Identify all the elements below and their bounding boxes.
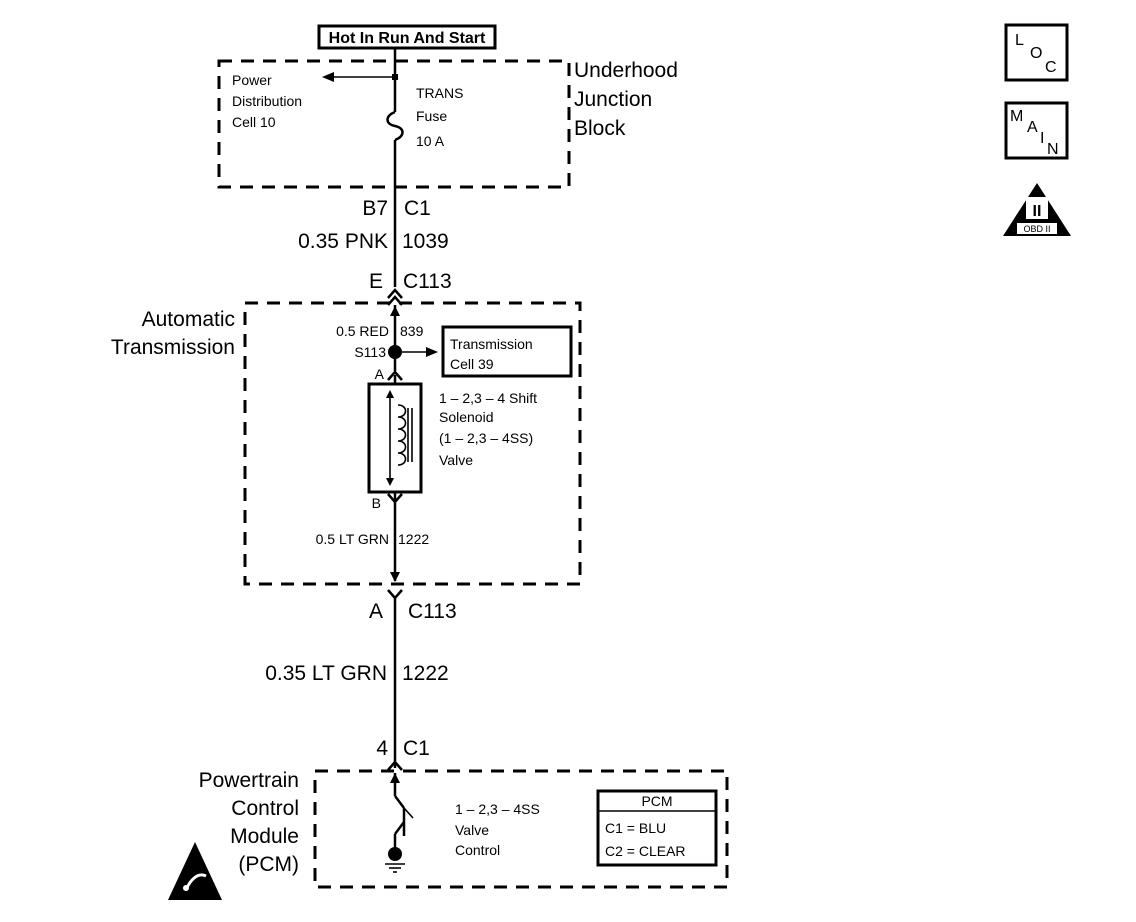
main-letter-1: M xyxy=(1010,108,1023,125)
solenoid-label-2: Solenoid xyxy=(439,409,494,425)
inner-wire-label: 0.5 LT GRN xyxy=(316,531,389,547)
transmission-name-1: Automatic xyxy=(142,308,235,331)
connector-c1-pcm: 4 C1 xyxy=(376,737,430,771)
pcm-name-4: (PCM) xyxy=(238,853,299,876)
c113-top-connector: C113 xyxy=(403,270,452,293)
c113-top-pin: E xyxy=(369,270,383,293)
wire1-circuit: 1039 xyxy=(402,230,449,253)
ref-cell-label-1: Transmission xyxy=(450,336,533,352)
solenoid-box xyxy=(367,382,423,494)
c113-bottom-pin: A xyxy=(369,600,383,623)
esd-warning-icon xyxy=(168,842,222,900)
fuse-label-1: TRANS xyxy=(416,85,463,101)
ground-dot xyxy=(388,847,402,861)
pcm-connector-legend xyxy=(596,789,718,867)
transmission-cell-ref xyxy=(441,325,573,378)
loc-icon: L O C xyxy=(1004,23,1069,82)
pcm-control-label-3: Control xyxy=(455,842,500,858)
underhood-junction-block: Underhood Junction Block Power Distribut… xyxy=(217,59,678,189)
splice-circuit-label: 839 xyxy=(400,323,424,339)
pcm-control-label-1: 1 – 2,3 – 4SS xyxy=(455,801,540,817)
transmission-name-2: Transmission xyxy=(111,336,235,359)
loc-letter-1: L xyxy=(1015,32,1024,49)
wire1-size-color: 0.35 PNK xyxy=(298,230,388,253)
pcm-legend-c1: C1 = BLU xyxy=(605,820,666,836)
main-letter-3: I xyxy=(1040,130,1044,147)
power-dist-label-1: Power xyxy=(232,72,272,88)
main-letter-4: N xyxy=(1047,141,1059,158)
pcm-name-3: Module xyxy=(230,825,299,848)
obd-label: OBD II xyxy=(1023,224,1050,234)
pcm-block: Powertrain Control Module (PCM) 1 – 2,3 … xyxy=(199,769,729,889)
c1-connector: C1 xyxy=(403,737,430,760)
c1-pin: 4 xyxy=(376,737,388,760)
solenoid-pin-b: B xyxy=(372,495,381,511)
pcm-legend-title: PCM xyxy=(641,793,672,809)
loc-letter-2: O xyxy=(1030,45,1042,62)
power-dist-label-3: Cell 10 xyxy=(232,114,276,130)
junction-block-name-2: Junction xyxy=(574,88,652,111)
obd-ii-icon: II OBD II xyxy=(1003,183,1071,236)
fuse-symbol xyxy=(386,48,404,287)
pcm-name-2: Control xyxy=(231,797,299,820)
power-source-text: Hot In Run And Start xyxy=(329,30,486,47)
splice-label: S113 xyxy=(354,344,386,360)
solenoid-label-4: Valve xyxy=(439,452,473,468)
c113-bottom-connector: C113 xyxy=(408,600,457,623)
loc-letter-3: C xyxy=(1045,59,1057,76)
power-dist-arrow xyxy=(322,72,398,82)
solenoid-pin-a: A xyxy=(375,366,385,382)
wire1-connector: C1 xyxy=(404,197,431,220)
fuse-label-2: Fuse xyxy=(416,108,447,124)
solenoid-label-3: (1 – 2,3 – 4SS) xyxy=(439,430,533,446)
transistor-symbol xyxy=(394,795,405,809)
wire2-size-color: 0.35 LT GRN xyxy=(265,662,387,685)
pcm-control-label-2: Valve xyxy=(455,822,489,838)
power-dist-label-2: Distribution xyxy=(232,93,302,109)
ref-cell-label-2: Cell 39 xyxy=(450,356,494,372)
wire1-pin: B7 xyxy=(362,197,388,220)
wire2-circuit: 1222 xyxy=(402,662,449,685)
pcm-legend-c2: C2 = CLEAR xyxy=(605,843,686,859)
automatic-transmission: Automatic Transmission 0.5 RED 839 S113 … xyxy=(111,301,582,586)
obd-numeral: II xyxy=(1033,203,1042,220)
power-source-label: Hot In Run And Start xyxy=(317,24,497,50)
pcm-name-1: Powertrain xyxy=(199,769,299,792)
junction-block-name-1: Underhood xyxy=(574,59,678,82)
splice-wire-label: 0.5 RED xyxy=(336,323,389,339)
splice-s113-dot xyxy=(388,345,402,359)
main-letter-2: A xyxy=(1027,119,1038,136)
main-icon: M A I N xyxy=(1004,101,1069,160)
solenoid-label-1: 1 – 2,3 – 4 Shift xyxy=(439,390,537,406)
inner-circuit-label: 1222 xyxy=(398,531,429,547)
fuse-label-3: 10 A xyxy=(416,133,445,149)
connector-c113-top: E C113 xyxy=(369,270,452,306)
solenoid-coil xyxy=(397,404,407,466)
junction-block-name-3: Block xyxy=(574,117,626,140)
connector-c113-bottom: A C113 xyxy=(369,589,457,623)
